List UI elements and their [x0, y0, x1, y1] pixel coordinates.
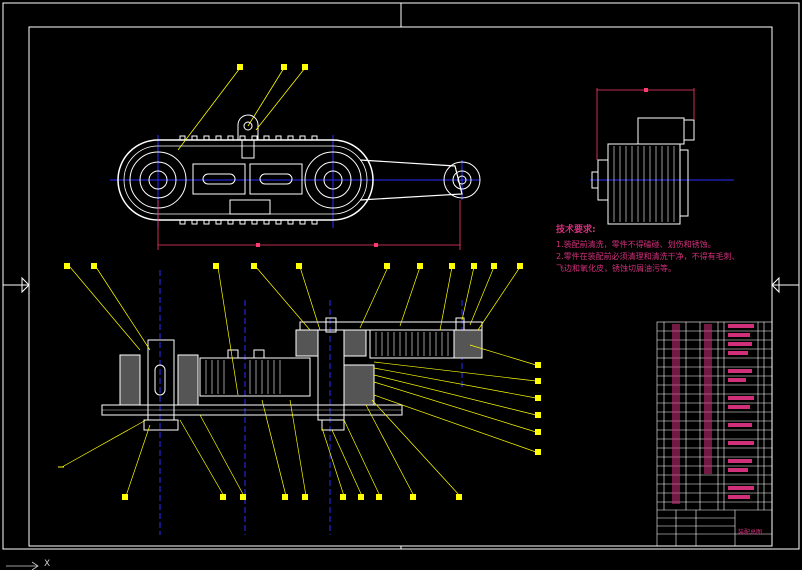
right-wheel-bore: [323, 170, 343, 190]
drawing-name: 装配总图: [738, 529, 763, 536]
track-belt-outline: [117, 139, 374, 221]
frame-ticks: [3, 3, 799, 549]
left-bearing-block-2: [177, 354, 199, 406]
section-balloons: [64, 263, 541, 500]
right-wheel: [304, 151, 362, 209]
end-cap: [683, 119, 695, 141]
left-bearing-block: [119, 354, 141, 406]
dim-marker-1: [256, 243, 260, 247]
side-dimension: [596, 88, 695, 160]
lug-base: [241, 139, 255, 159]
upper-gear-hatching: [375, 332, 449, 356]
track-teeth: [179, 135, 318, 225]
left-shaft-foot: [143, 419, 179, 431]
tech-note-line-2: 2.零件在装配前必须清理和清洗干净，不得有毛刺、: [556, 252, 740, 261]
frame-plate-left: [192, 163, 246, 195]
lifting-lug: [237, 114, 259, 140]
arm-pivot-boss: [443, 161, 481, 199]
motor-block: [637, 117, 685, 145]
right-shaft-foot: [321, 419, 345, 431]
left-shaft: [147, 339, 175, 421]
tech-note-line-1: 1.装配前清洗，零件不得磕碰、划伤和锈蚀。: [556, 240, 716, 249]
arm-pivot-hole: [457, 175, 467, 185]
bottom-bracket: [229, 199, 271, 215]
right-bearing-lower: [343, 364, 375, 406]
frame-plate-right: [249, 163, 303, 195]
left-wheel-hub: [139, 161, 177, 199]
gear-body-hatching: [205, 360, 281, 394]
top-dimension: [157, 200, 461, 250]
axis-x-label: X: [44, 559, 51, 569]
inner-frame: [28, 26, 773, 547]
top-balloons: [237, 64, 308, 70]
gear-body: [199, 357, 311, 397]
arm-pivot-inner: [452, 170, 472, 190]
section-view: [58, 263, 541, 535]
section-leaders: [61, 266, 537, 497]
right-shaft: [317, 329, 345, 421]
left-wheel-bore: [148, 170, 168, 190]
side-dim-marker: [644, 88, 648, 92]
right-bearing-top: [295, 329, 319, 357]
dim-marker-2: [374, 243, 378, 247]
right-wheel-hub: [314, 161, 352, 199]
ucs-axis-icon: [6, 561, 39, 570]
lug-hole: [243, 121, 253, 131]
gear-hatching: [613, 146, 675, 222]
tech-notes-title: 技术要求:: [556, 225, 596, 235]
upper-plate: [299, 321, 483, 331]
orientation-mark-right: [771, 276, 780, 294]
orientation-mark-left: [21, 276, 30, 294]
upper-bearing-right: [453, 329, 483, 359]
track-belt-inner: [123, 145, 368, 215]
left-keyway: [154, 364, 166, 396]
shaft-stub: [591, 171, 599, 189]
right-bearing-top-2: [343, 329, 367, 357]
tech-note-line-3: 飞边和氧化皮，锈蚀切屑油污等。: [556, 264, 676, 273]
slot-left: [202, 173, 236, 185]
top-view-assembly: [110, 64, 481, 250]
technical-requirements: 技术要求: 1.装配前清洗，零件不得磕碰、划伤和锈蚀。 2.零件在装配前必须清理…: [556, 224, 756, 275]
top-leaders: [177, 67, 306, 151]
slot-right: [259, 173, 293, 185]
parts-list-entries: [672, 324, 754, 504]
flange-right: [679, 149, 689, 217]
side-view-gearbox: [590, 88, 734, 225]
